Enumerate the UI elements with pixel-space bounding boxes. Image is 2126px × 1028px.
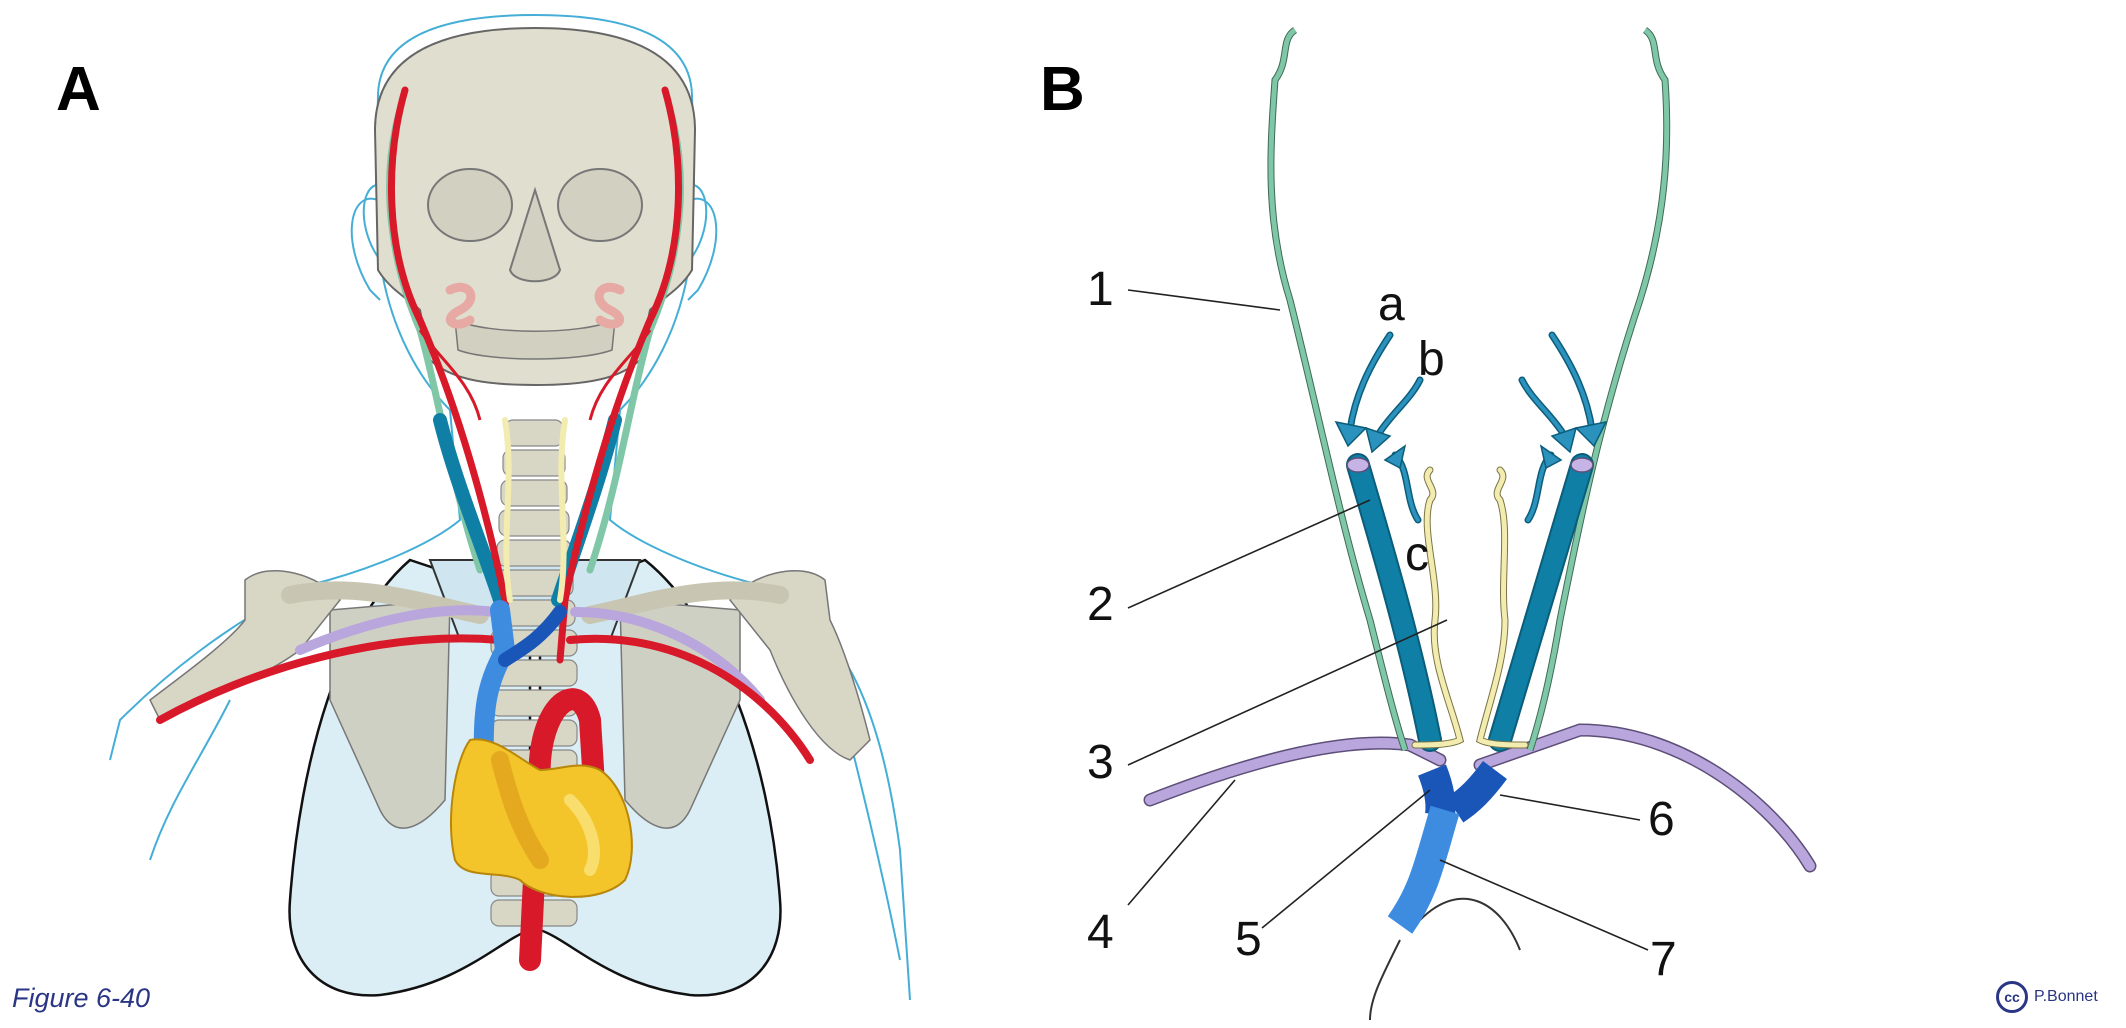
a-left-subclavian-artery — [156, 634, 504, 724]
b-body-outline — [1369, 939, 1401, 1021]
a-left-carotid — [387, 86, 514, 664]
b-left-external-jugular-fill — [1268, 27, 1408, 751]
left-scapula — [329, 599, 451, 829]
a-aortic-arch — [519, 688, 606, 971]
left-cheek-mark — [445, 282, 476, 329]
a-right-carotid — [556, 86, 683, 664]
b-right-thoracic-duct-fill — [1477, 467, 1528, 748]
a-heart-highlight — [564, 794, 600, 876]
leader-2 — [1127, 499, 1371, 609]
panel-b-letter: B — [1040, 55, 1085, 124]
a-left-internal-jugular — [433, 413, 507, 607]
a-thoracic-duct — [502, 417, 568, 603]
leader-7 — [1439, 859, 1649, 951]
label-2: 2 — [1087, 578, 1114, 631]
b-superior-vena-cava — [1387, 805, 1460, 934]
b-left-ij-opening — [1346, 457, 1370, 473]
a-left-facial-artery — [418, 329, 482, 421]
label-1: 1 — [1087, 263, 1114, 316]
credit-author: P.Bonnet — [2034, 988, 2098, 1005]
panel-a-illustration — [109, 13, 911, 1001]
upper-jaw — [454, 318, 616, 360]
label-a: a — [1378, 278, 1405, 331]
a-heart-detail — [491, 751, 549, 869]
leader-6 — [1499, 794, 1641, 821]
b-right-arrow-a — [1548, 331, 1608, 448]
label-b: b — [1418, 333, 1445, 386]
figure-caption: Figure 6-40 — [12, 983, 151, 1013]
right-shoulder-bone — [729, 570, 871, 761]
a-right-subclavian-artery — [566, 634, 814, 764]
label-6: 6 — [1648, 793, 1675, 846]
b-right-external-jugular-fill — [1527, 27, 1670, 751]
b-body-outline-2 — [1419, 897, 1521, 951]
a-right-facial-artery — [588, 329, 652, 421]
leader-5 — [1261, 789, 1431, 929]
a-right-subclavian-vein — [570, 607, 765, 705]
label-3: 3 — [1087, 736, 1114, 789]
leader-4 — [1127, 779, 1236, 906]
a-right-brachiocephalic — [498, 605, 567, 667]
panel-a-letter: A — [56, 55, 101, 124]
b-left-arrow-a — [1334, 331, 1394, 448]
b-right-ij-opening — [1570, 457, 1594, 473]
creative-commons-icon: cc — [1996, 981, 2028, 1013]
label-5: 5 — [1235, 913, 1262, 966]
left-arm-outline — [149, 699, 231, 861]
label-4: 4 — [1087, 906, 1114, 959]
b-left-arrow-c — [1383, 444, 1422, 524]
right-orbit — [557, 168, 643, 242]
right-ear — [687, 197, 718, 301]
b-left-external-jugular — [1267, 27, 1409, 752]
label-c: c — [1405, 528, 1429, 581]
a-left-subclavian-vein — [295, 605, 500, 655]
nasal-cavity — [508, 186, 562, 283]
left-ear — [350, 197, 381, 301]
credit: cc P.Bonnet — [1996, 981, 2098, 1013]
b-right-arrow-b — [1518, 376, 1578, 454]
label-7: 7 — [1650, 933, 1677, 986]
b-left-subclavian-vein-fill — [1145, 738, 1445, 805]
b-right-arrow-c — [1524, 444, 1563, 524]
b-right-brachiocephalic — [1446, 760, 1507, 823]
leader-1 — [1127, 289, 1281, 311]
b-left-internal-jugular-fill — [1348, 455, 1440, 750]
b-right-external-jugular — [1526, 27, 1671, 752]
left-orbit — [427, 168, 513, 242]
b-right-subclavian-vein-fill — [1475, 724, 1815, 871]
leader-3 — [1127, 619, 1448, 766]
panel-b-illustration — [1127, 27, 1817, 1021]
b-right-internal-jugular-fill — [1490, 455, 1592, 750]
b-left-thoracic-duct-fill — [1412, 467, 1463, 748]
b-left-arrow-b — [1364, 376, 1424, 454]
right-cheek-mark — [594, 282, 625, 329]
